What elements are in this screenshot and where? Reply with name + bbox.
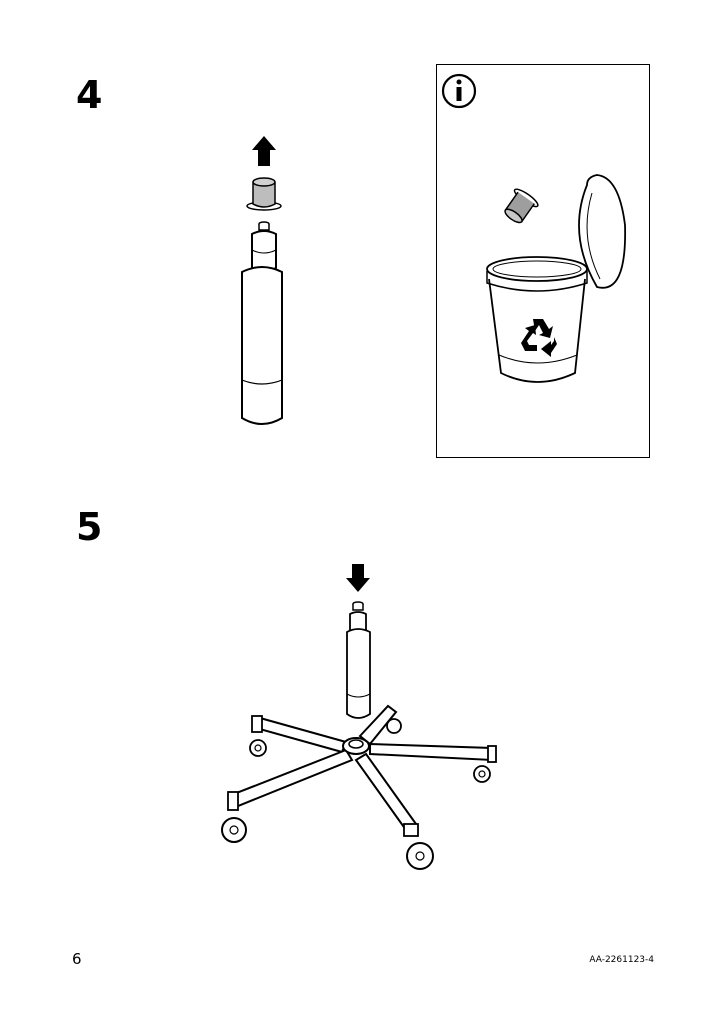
gas-lift-cap-removal-illustration [241, 136, 283, 425]
recycle-cap-illustration [441, 73, 626, 383]
castor-wheels [221, 718, 491, 870]
page-number: 6 [72, 950, 82, 968]
recycling-bin [486, 174, 626, 383]
info-icon [441, 73, 477, 109]
arrow-down-icon [346, 564, 370, 592]
recycle-icon [521, 319, 557, 357]
document-code: AA-2261123-4 [589, 955, 654, 965]
plastic-cap [504, 188, 539, 224]
info-box [436, 64, 650, 458]
gas-lift-cylinder [241, 221, 283, 425]
gas-lift-into-base-illustration [221, 564, 497, 870]
arrow-up-icon [252, 136, 276, 166]
gas-lift-cylinder [346, 601, 371, 719]
step-5-number: 5 [76, 505, 103, 549]
plastic-cap [246, 177, 282, 211]
star-base [227, 704, 497, 837]
step-4-number: 4 [76, 73, 103, 117]
